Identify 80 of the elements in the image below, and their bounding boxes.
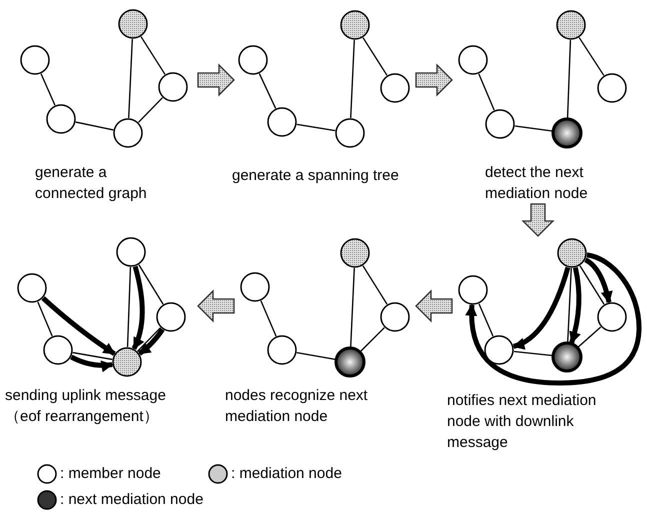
mediation-node <box>118 9 148 39</box>
graph-edge <box>579 265 605 305</box>
mediation-node <box>557 238 587 268</box>
member-node <box>597 302 627 332</box>
graph-edge <box>138 97 163 123</box>
block-arrow <box>197 63 235 97</box>
member-node <box>46 104 76 134</box>
graph-edge <box>350 40 355 118</box>
graph-edge <box>567 268 572 342</box>
member-node <box>335 118 365 148</box>
mediation-node <box>340 10 370 40</box>
graph-edge <box>514 125 552 132</box>
message-arrow <box>41 296 116 356</box>
graph-edge <box>478 74 495 110</box>
step-caption: notifies next mediation node with downlink message <box>447 391 598 453</box>
step-caption: sending uplink message （eof rearrangement） <box>5 386 167 427</box>
mediation-node <box>112 347 142 377</box>
mediation-node <box>556 10 586 40</box>
member-node <box>597 73 627 103</box>
step-caption: detect the next mediation node <box>485 163 589 204</box>
step-caption: nodes recognize next mediation node <box>225 386 369 427</box>
message-arrow <box>132 266 145 350</box>
graph-edge <box>76 121 114 131</box>
member-node <box>380 302 410 332</box>
message-arrow <box>584 258 612 304</box>
graph-edge <box>138 264 164 305</box>
member-node <box>267 335 297 365</box>
mediation-node <box>340 238 370 268</box>
graph-edge <box>137 327 161 352</box>
next-mediation-node <box>334 346 366 378</box>
graph-edge <box>40 73 56 106</box>
block-arrow <box>197 289 235 323</box>
member-node <box>158 72 188 102</box>
graph-edge <box>478 304 494 336</box>
graph-edge <box>350 268 355 348</box>
member-node <box>43 335 73 365</box>
member-node <box>238 45 268 75</box>
step-caption: generate a spanning tree <box>232 166 400 186</box>
graph-edge <box>140 36 166 75</box>
graph-edge <box>260 300 277 336</box>
block-arrow <box>415 289 453 323</box>
member-node <box>484 335 514 365</box>
message-arrow <box>70 354 114 372</box>
message-arrow <box>569 267 582 344</box>
block-arrow <box>415 63 453 97</box>
message-arrow <box>138 328 165 356</box>
legend-label: : mediation node <box>231 465 342 483</box>
graph-edge <box>362 265 388 305</box>
message-arrow <box>466 252 642 386</box>
graph-edge <box>296 124 336 132</box>
graph-edge <box>362 37 388 76</box>
member-node <box>116 237 146 267</box>
next-mediation-node <box>552 342 582 372</box>
member-node <box>458 45 488 75</box>
member-node <box>485 109 515 139</box>
member-node <box>267 107 297 137</box>
member-node <box>240 272 270 302</box>
member-node <box>380 73 410 103</box>
message-arrow <box>512 266 570 349</box>
member-node <box>17 273 47 303</box>
graph-edge <box>37 302 53 336</box>
graph-edge <box>578 37 604 76</box>
member-node <box>156 302 186 332</box>
graph-edge <box>126 266 132 348</box>
legend-label: : next mediation node <box>60 491 204 509</box>
graph-edge <box>296 352 336 360</box>
member-node <box>458 275 488 305</box>
graph-edge <box>258 73 276 109</box>
step-caption: generate a connected graph <box>35 163 148 204</box>
graph-edge <box>566 40 572 118</box>
next-mediation-node <box>552 118 582 148</box>
graph-edge <box>128 38 133 118</box>
legend-label: : member node <box>60 465 161 483</box>
graph-edge <box>360 327 385 352</box>
block-arrow <box>521 203 555 237</box>
graph-edge <box>514 350 552 356</box>
member-node <box>20 45 50 75</box>
graph-edge <box>578 326 602 348</box>
member-node <box>113 118 143 148</box>
graph-edge <box>72 352 112 360</box>
